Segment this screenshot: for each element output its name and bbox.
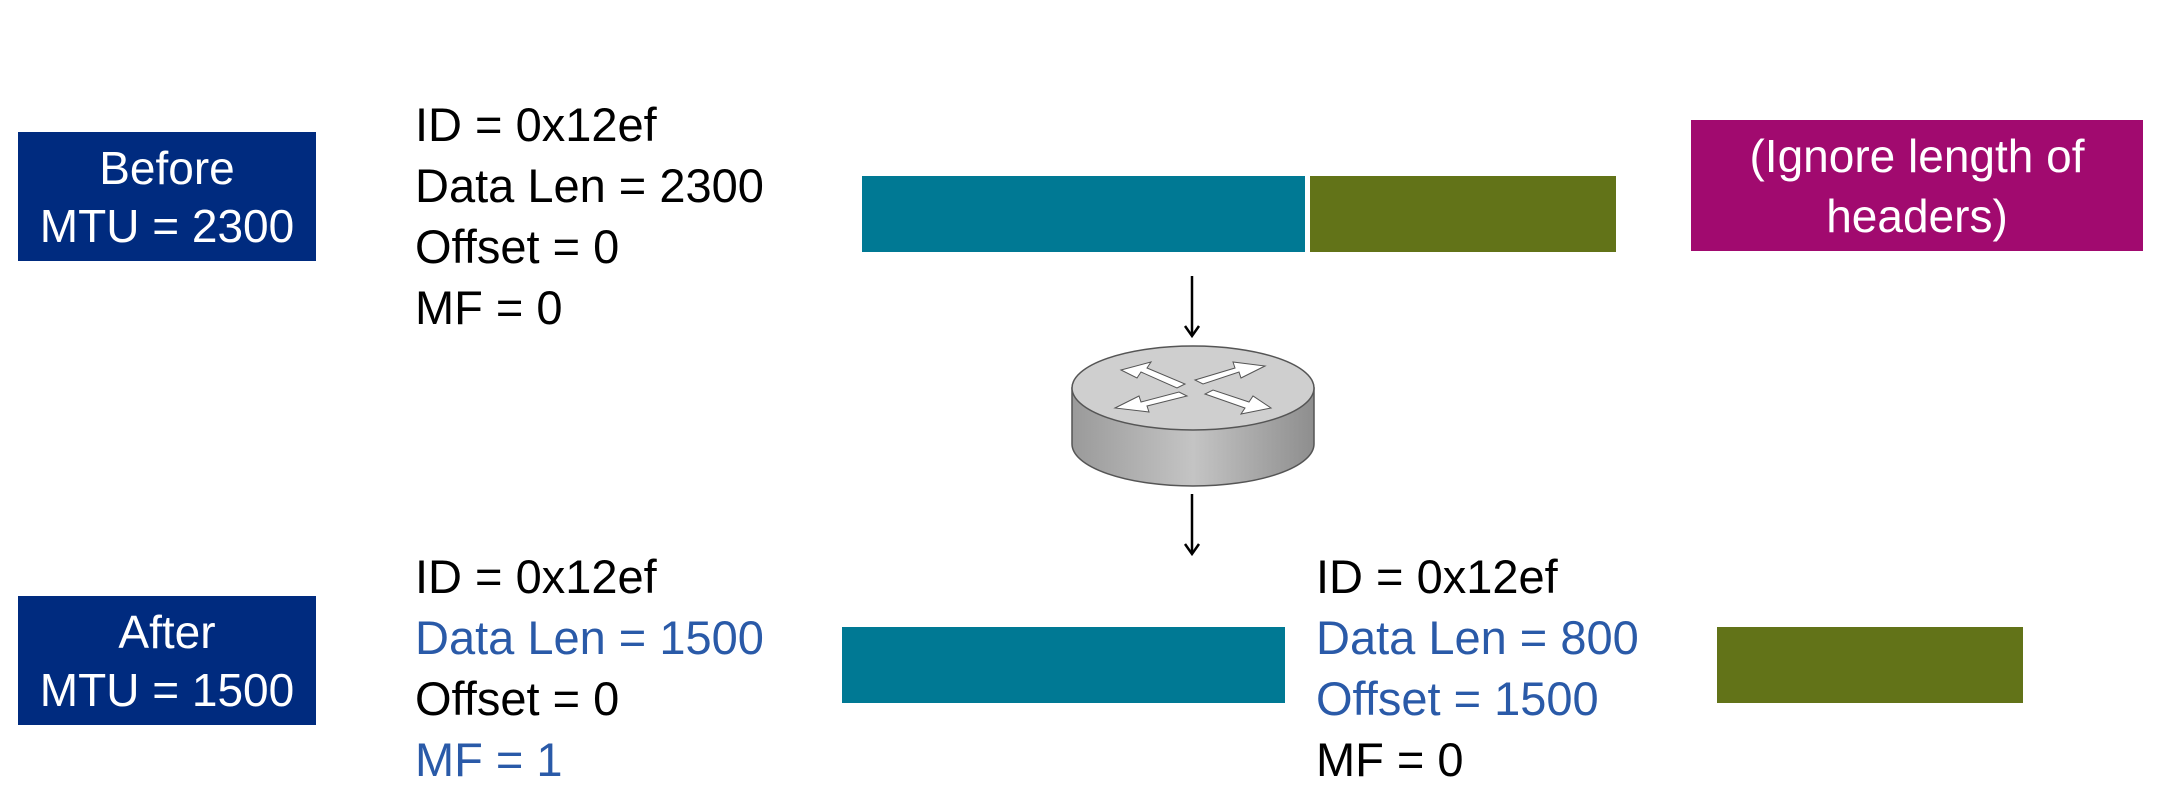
fragment2-data-len: Data Len = 800	[1316, 611, 1639, 664]
fragment1-fields: ID = 0x12ef Data Len = 1500 Offset = 0 M…	[415, 546, 764, 790]
note-line2: headers)	[1826, 189, 2008, 242]
before-fields: ID = 0x12ef Data Len = 2300 Offset = 0 M…	[415, 94, 764, 338]
fragment1-data-len: Data Len = 1500	[415, 611, 764, 664]
note-line1: (Ignore length of	[1749, 129, 2085, 182]
after-label: After MTU = 1500	[18, 596, 316, 725]
before-offset: Offset = 0	[415, 220, 620, 273]
fragment2-mf: MF = 0	[1316, 733, 1464, 786]
fragment2-offset: Offset = 1500	[1316, 672, 1599, 725]
before-segment-second	[1310, 176, 1616, 252]
fragment1-offset: Offset = 0	[415, 672, 620, 725]
fragment2-id: ID = 0x12ef	[1316, 550, 1558, 603]
before-id: ID = 0x12ef	[415, 98, 657, 151]
after-label-title: After	[118, 605, 216, 658]
down-arrow-icon	[1183, 494, 1201, 557]
before-label-mtu: MTU = 2300	[39, 199, 295, 252]
router-icon	[1071, 345, 1315, 487]
after-label-mtu: MTU = 1500	[39, 663, 295, 716]
before-segment-first	[862, 176, 1305, 252]
before-data-len: Data Len = 2300	[415, 159, 764, 212]
before-label-title: Before	[99, 141, 235, 194]
before-mf: MF = 0	[415, 281, 563, 334]
down-arrow-icon	[1183, 276, 1201, 339]
fragment2-fields: ID = 0x12ef Data Len = 800 Offset = 1500…	[1316, 546, 1639, 790]
before-label: Before MTU = 2300	[18, 132, 316, 261]
fragment1-mf: MF = 1	[415, 733, 563, 786]
fragment2-segment	[1717, 627, 2023, 703]
fragment1-segment	[842, 627, 1285, 703]
note-box: (Ignore length of headers)	[1691, 120, 2143, 251]
fragment1-id: ID = 0x12ef	[415, 550, 657, 603]
